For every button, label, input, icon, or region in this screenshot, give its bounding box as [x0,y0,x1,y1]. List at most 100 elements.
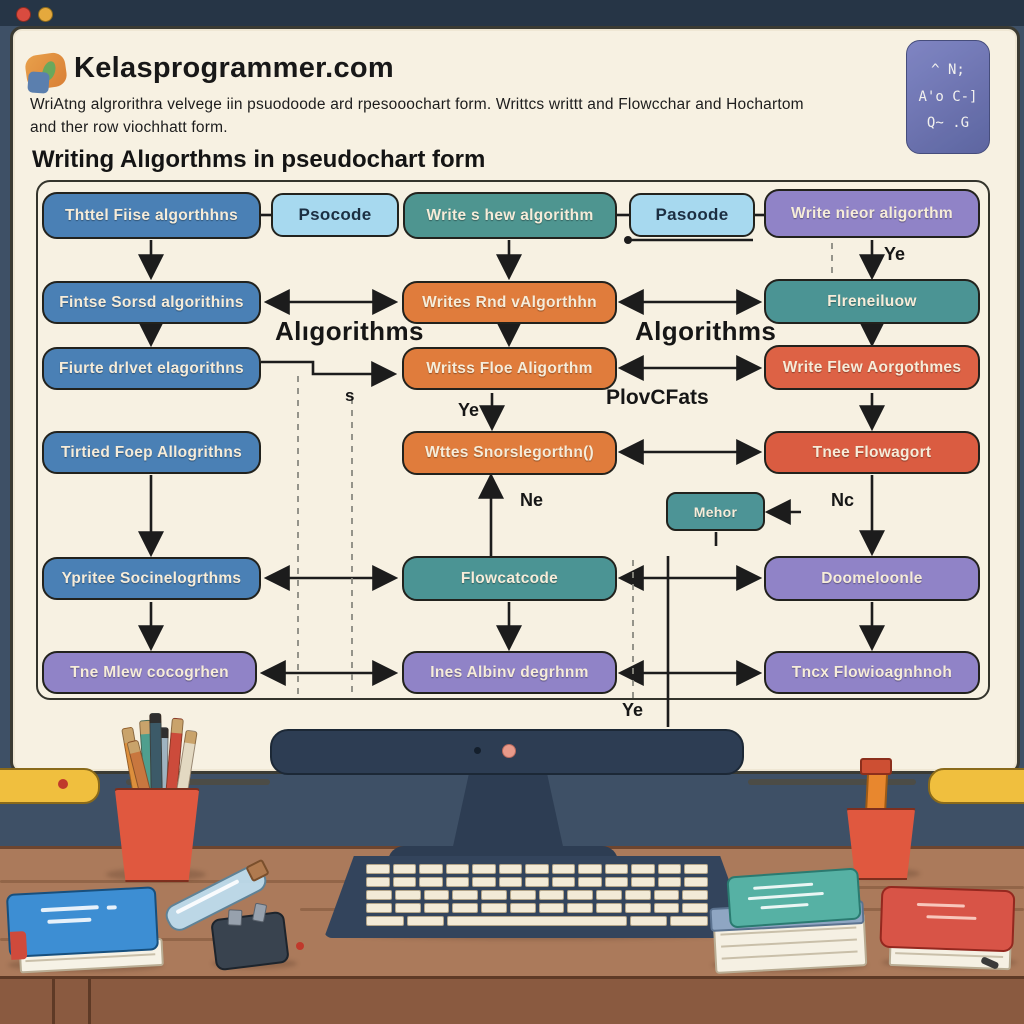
book-cover [879,885,1016,953]
flow-node: Thttel Fiise algorthhns [42,192,261,239]
keyboard-key [392,864,417,874]
flowchart-panel [36,180,990,700]
marker-dot-icon [58,779,68,789]
keyboard-key [366,916,404,926]
book-cover [5,886,160,958]
keyboard-key [392,877,417,887]
keyboard-key [596,890,622,900]
flow-node: Fiurte drlvet elagorithns [42,347,261,390]
flow-node: Mehor [666,492,765,531]
keyboard-key [366,890,392,900]
keyboard-key [624,903,651,913]
flow-node: Wttes Snorslegorthn() [402,431,617,475]
keyboard-key [509,890,536,900]
flow-node: Tnee Flowagort [764,431,980,474]
pen-clip-icon [227,909,243,927]
keyboard-key [624,890,651,900]
desk-front-panel [0,976,1024,1024]
flow-node: Write s hew algorithm [403,192,617,239]
label-yes-top-right: Ye [884,244,906,264]
keyboard-key [567,890,593,900]
keyboard-key [498,864,523,874]
keyboard-key [498,877,523,887]
label-yes-bottom: Ye [622,700,644,720]
pencil-cup [114,788,200,882]
code-badge-line: Q~ .G [926,115,970,132]
keyboard-key [657,877,682,887]
flow-node: Write Flew Aorgothmes [764,345,980,390]
keyboard-key [682,890,708,900]
teal-book-stack [706,867,868,974]
flow-node: Tne Mlew cocogrhen [42,651,257,694]
keyboard-key [578,877,602,887]
keyboard-key [452,903,478,913]
keyboard-key [684,877,708,887]
keyboard-key [394,903,421,913]
flow-node: Write nieor aligorthm [764,189,980,238]
keyboard-key [525,877,549,887]
pen-pouch [210,902,290,972]
keyboard-key [631,877,655,887]
keyboard-key [653,903,680,913]
flow-node: Tncx Flowioagnhnoh [764,651,980,694]
flow-node: Ines Albinv degrhnm [402,651,617,694]
keyboard-key [423,890,450,900]
keyboard-key [567,903,593,913]
red-dot-icon [296,942,304,950]
keyboard-key [604,877,629,887]
logo-blue-shape [27,71,50,94]
keyboard-key [578,864,602,874]
pencil-icon [149,712,163,796]
section-heading: Writing Alıgorthms in pseudochart form [32,146,486,173]
flow-node: Writes Rnd vAlgorthhn [402,281,617,324]
keyboard-key [538,890,565,900]
keyboard-key [596,903,622,913]
flow-node: Writss Floe Aligorthm [402,347,617,390]
keyboard-key [481,890,507,900]
book-cover [726,867,862,929]
keyboard-key [452,890,478,900]
keyboard-key [419,877,443,887]
label-flowcharts: PlovCFats [606,386,709,409]
board-rail-right [748,779,916,785]
keyboard-key [472,864,496,874]
keyboard-key [538,903,565,913]
keyboard-key [629,916,668,926]
site-title: Kelasprogrammer.com [74,52,394,84]
kelasprogrammer-logo-icon [23,48,74,96]
intro-text-line2: and ther row viochhatt form. [30,119,228,136]
flow-node: Tirtied Foep Allogrithns [42,431,261,474]
flow-node: Flreneiluow [764,279,980,324]
keyboard-key [419,864,443,874]
keyboard-key [445,877,470,887]
flow-node: Ypritee Socinelogrthms [42,557,261,600]
keyboard-key [447,916,627,926]
flow-node: Doomeloonle [764,556,980,601]
keyboard-key [366,864,390,874]
label-yes-center: Ye [458,400,480,420]
marker-tray-left [0,768,100,804]
keyboard-key [682,903,708,913]
keyboard-key [604,864,629,874]
code-badge-line: A'o C-] [918,88,978,105]
red-book [879,885,1018,975]
keyboard-key [366,903,392,913]
board-rail-left [126,779,270,785]
drawer-line [88,976,91,1024]
book-spine-label [9,931,28,960]
marker-tray-right [928,768,1024,804]
label-no-right: Nc [831,490,855,510]
window-top-bar [0,0,1024,26]
cup [846,808,916,880]
keyboard-key [423,903,450,913]
keyboard-key [670,916,709,926]
keyboard-key [653,890,680,900]
blue-book [5,886,164,978]
keyboard-key [481,903,507,913]
keyboard-key [406,916,445,926]
intro-text-line1: WriAtng algrorithra velvege iin psuodood… [30,96,804,113]
label-algorithms-left: Alıgorithms [275,316,424,346]
label-algorithms-right: Algorithms [635,316,777,346]
keyboard-key [525,864,549,874]
